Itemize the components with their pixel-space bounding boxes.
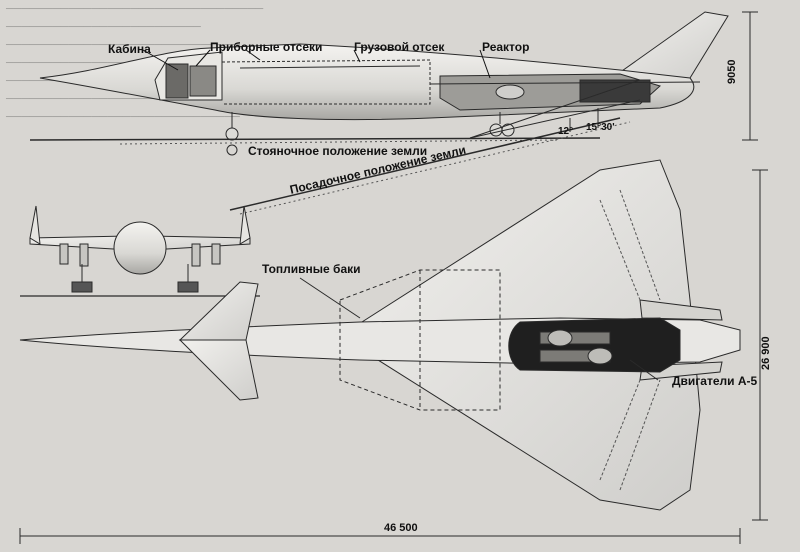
- label-instrument-bays: Приборные отсеки: [210, 40, 323, 54]
- front-view: [20, 205, 260, 297]
- label-reactor: Реактор: [482, 40, 530, 54]
- plan-engine-bay: [508, 317, 681, 373]
- landing-ground-line: [229, 117, 621, 211]
- side-front-gear: [225, 112, 239, 156]
- dim-wingspan: 26 900: [760, 336, 772, 370]
- label-fuel-tanks: Топливные баки: [262, 262, 361, 276]
- dim-angle-15-30: 15°30': [586, 122, 615, 133]
- side-vertical-tail: [610, 11, 729, 79]
- dim-length: 46 500: [384, 522, 418, 534]
- label-cargo-bay: Грузовой отсек: [354, 40, 445, 54]
- label-engines: Двигатели А-5: [672, 374, 758, 388]
- side-leaders: [142, 49, 491, 79]
- label-cabin: Кабина: [108, 42, 151, 56]
- dim-height: 9050: [726, 59, 738, 84]
- parking-ground-line: [29, 137, 601, 141]
- front-fuselage: [113, 221, 167, 275]
- plan-view: [19, 159, 768, 544]
- label-ground-parking: Стояночное положение земли: [248, 144, 428, 158]
- side-view: [29, 11, 758, 215]
- dim-angle-12: 12°: [558, 126, 574, 137]
